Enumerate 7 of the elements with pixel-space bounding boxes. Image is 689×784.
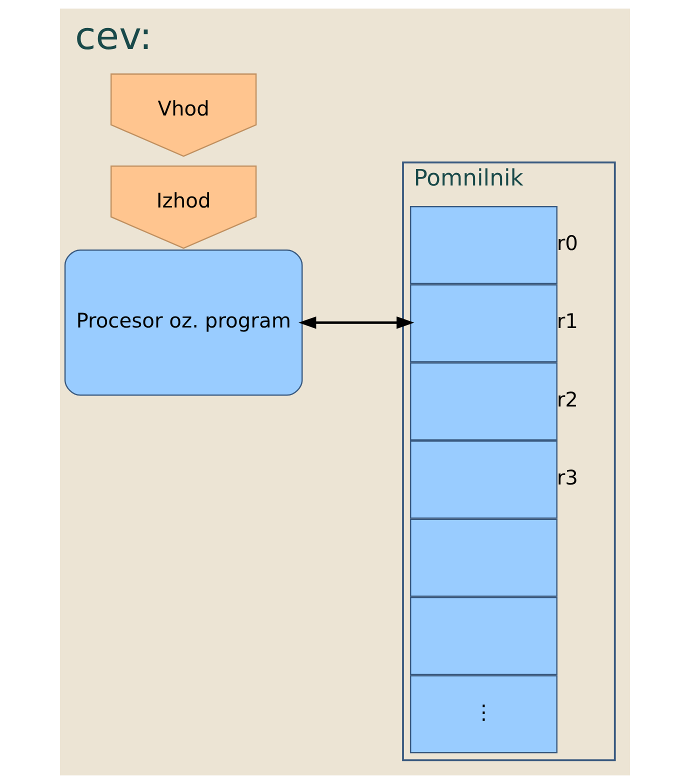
node-label: r2 — [556, 387, 578, 412]
node-label: r1 — [556, 309, 578, 334]
node-label: r3 — [556, 465, 578, 490]
arrow — [298, 316, 414, 329]
node-box: Procesor oz. program — [64, 250, 302, 396]
node-label: r0 — [556, 230, 578, 255]
diagram-title: cev: — [74, 14, 152, 58]
